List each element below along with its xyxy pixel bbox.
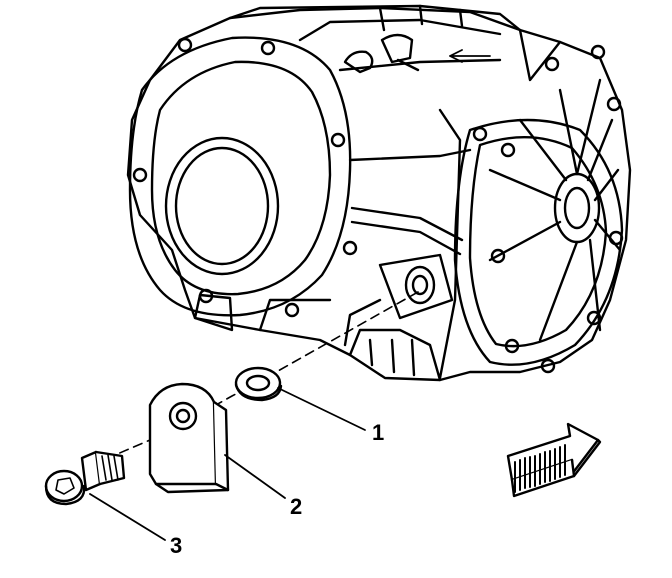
transfer-case-housing bbox=[126, 4, 632, 382]
callout-1: 1 bbox=[372, 420, 384, 445]
front-direction-arrow bbox=[506, 422, 602, 498]
leader-line-1 bbox=[277, 387, 366, 431]
leader-line-2 bbox=[224, 454, 286, 499]
callout-2: 2 bbox=[290, 494, 302, 519]
bracket bbox=[148, 382, 230, 494]
leader-line-3 bbox=[89, 493, 166, 541]
bolt bbox=[44, 450, 126, 506]
washer bbox=[234, 366, 283, 402]
callout-3: 3 bbox=[170, 533, 182, 558]
